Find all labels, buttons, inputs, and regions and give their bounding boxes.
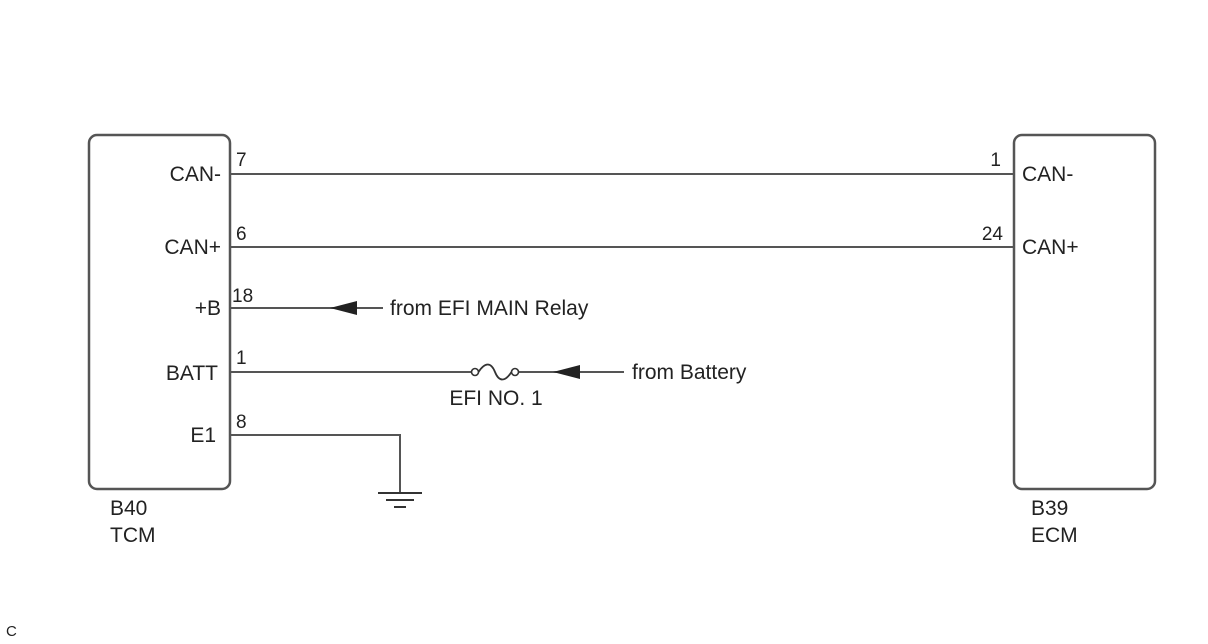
tcm-component-name: TCM bbox=[110, 524, 156, 547]
ecm-pin-number: 1 bbox=[990, 150, 1001, 171]
fuse-icon bbox=[470, 363, 520, 381]
tcm-terminal-can-minus: CAN- bbox=[170, 163, 221, 186]
arrow-icon bbox=[553, 365, 580, 379]
corner-mark: C bbox=[6, 623, 17, 640]
ecm-terminal-can-minus: CAN- bbox=[1022, 163, 1073, 186]
wire-e1 bbox=[230, 434, 401, 493]
tcm-pin-number: 1 bbox=[236, 348, 247, 369]
tcm-connector-code: B40 bbox=[110, 497, 147, 520]
fuse-label: EFI NO. 1 bbox=[449, 387, 542, 410]
ecm-terminal-can-plus: CAN+ bbox=[1022, 236, 1079, 259]
tcm-pin-number: 6 bbox=[236, 224, 247, 245]
ecm-component-name: ECM bbox=[1031, 524, 1078, 547]
efi-main-relay-label: from EFI MAIN Relay bbox=[390, 297, 589, 320]
tcm-pin-number: 7 bbox=[236, 150, 247, 171]
tcm-terminal-can-plus: CAN+ bbox=[164, 236, 221, 259]
tcm-terminal-plus-b: +B bbox=[195, 297, 221, 320]
ground-icon bbox=[378, 492, 422, 508]
ecm-box bbox=[1012, 133, 1157, 491]
ecm-pin-number: 24 bbox=[982, 224, 1004, 245]
tcm-terminal-e1: E1 bbox=[190, 424, 216, 447]
tcm-pin-number: 18 bbox=[232, 286, 253, 307]
tcm-pin-number: 8 bbox=[236, 412, 247, 433]
battery-label: from Battery bbox=[632, 361, 747, 384]
arrow-icon bbox=[330, 301, 357, 315]
tcm-terminal-batt: BATT bbox=[166, 362, 218, 385]
ecm-connector-code: B39 bbox=[1031, 497, 1068, 520]
tcm-box bbox=[87, 133, 232, 491]
